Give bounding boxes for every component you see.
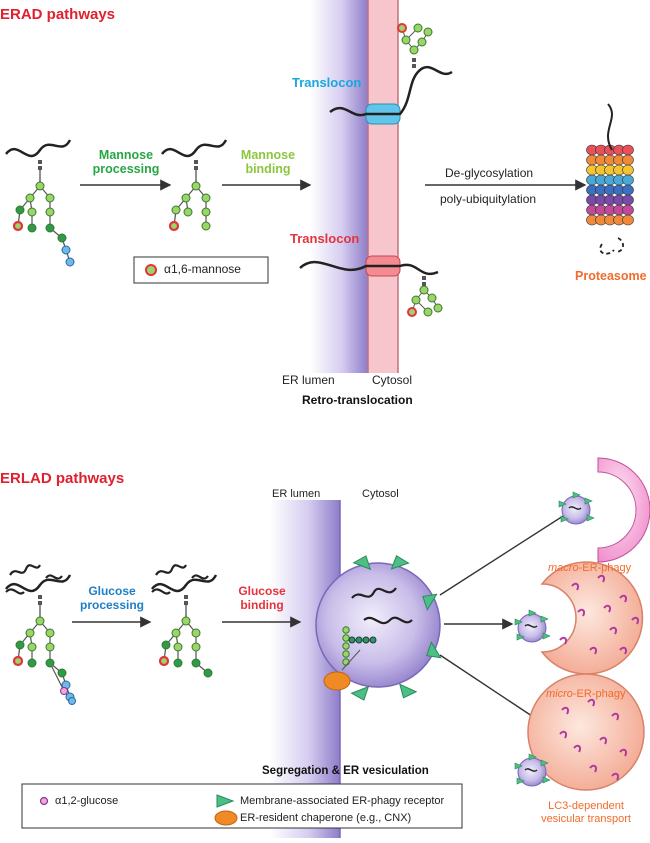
erlad-er-lumen-label: ER lumen <box>272 488 321 500</box>
glucose-legend-label: α1,2-glucose <box>55 795 119 807</box>
lc3-small-vesicle <box>514 753 551 787</box>
chaperone-legend-icon <box>214 810 238 826</box>
glycan-bottom-cytosol <box>407 276 443 317</box>
erlad-legend-box <box>21 783 463 829</box>
chaperone-cnx-icon <box>323 671 351 691</box>
glucose-processing-label: Glucose processing <box>72 584 152 613</box>
mannose-processing-label: Mannose processing <box>86 148 166 177</box>
micro-prefix: micro <box>546 688 573 700</box>
macro-small-vesicle <box>558 491 595 525</box>
micro-er-phagy-label: micro-ER-phagy <box>546 688 625 701</box>
erad-er-lumen-label: ER lumen <box>282 373 335 387</box>
translocon-top-label: Translocon <box>292 75 362 90</box>
glycoprotein-mannose-trimmed <box>161 139 228 232</box>
er-vesicle <box>315 562 441 688</box>
mannose-binding-line1: Mannose <box>240 148 296 162</box>
glucose-binding-line2: binding <box>240 597 284 612</box>
micro-suffix: -ER-phagy <box>572 688 626 700</box>
mannose-legend-label: α1,6-mannose <box>164 262 241 276</box>
glucose-binding-label: Glucose binding <box>224 584 300 613</box>
glucose-binding-line1: Glucose <box>238 584 286 598</box>
mannose-legend-icon <box>145 264 157 276</box>
glucose-processing-line1: Glucose <box>88 584 136 598</box>
mannose-binding-line2: binding <box>245 162 291 177</box>
glycan-top-cytosol <box>397 23 433 68</box>
erad-title: ERAD pathways <box>0 6 116 23</box>
protein-chain-top <box>329 65 453 117</box>
micro-small-vesicle <box>514 609 551 643</box>
deglycosylation-label: De-glycosylation <box>445 166 534 180</box>
lc3-lysosome <box>527 673 645 791</box>
lc3-line2: vesicular transport <box>541 812 631 825</box>
polyubiquitylation-label: poly-ubiquitylation <box>440 192 537 206</box>
lc3-transport-label: LC3-dependent vesicular transport <box>540 800 632 825</box>
er-phagy-receptor-icons <box>350 555 442 701</box>
glucose-legend-icon <box>39 796 49 806</box>
proteasome-icon <box>586 103 634 255</box>
receptor-legend-icon <box>216 794 235 808</box>
lc3-lysosome-contents <box>559 698 628 781</box>
macro-suffix: -ER-phagy <box>578 562 632 574</box>
micro-lysosome <box>540 561 644 675</box>
mannose-processing-line2: processing <box>92 162 160 177</box>
mannose-processing-line1: Mannose <box>98 148 154 162</box>
erad-cytosol-label: Cytosol <box>372 373 413 387</box>
protein-chain-bottom <box>299 260 439 276</box>
receptor-legend-label: Membrane-associated ER-phagy receptor <box>240 795 445 807</box>
erlad-title: ERLAD pathways <box>0 470 125 487</box>
macro-er-phagy-label: macro-ER-phagy <box>548 562 631 575</box>
erad-er-membrane <box>310 0 399 373</box>
proteasome-label: Proteasome <box>575 269 647 283</box>
lc3-line1: LC3-dependent <box>548 800 624 812</box>
segregation-label: Segregation & ER vesiculation <box>262 765 429 777</box>
macro-prefix: macro <box>548 562 579 574</box>
translocon-bottom-label: Translocon <box>290 231 360 246</box>
mannose-binding-label: Mannose binding <box>230 148 306 177</box>
glycoprotein-glucose-trimmed <box>151 564 218 678</box>
glucose-processing-line2: processing <box>79 597 145 612</box>
glycoprotein-unprocessed-erlad <box>5 564 76 705</box>
erlad-cytosol-label: Cytosol <box>362 488 399 500</box>
retro-translocation-label: Retro-translocation <box>302 393 413 407</box>
glycoprotein-unprocessed <box>5 139 75 267</box>
vesicle-glycoproteins <box>341 587 413 671</box>
macro-autophagosome <box>597 457 650 563</box>
chaperone-legend-label: ER-resident chaperone (e.g., CNX) <box>240 812 412 824</box>
lysosome-contents <box>559 574 640 655</box>
